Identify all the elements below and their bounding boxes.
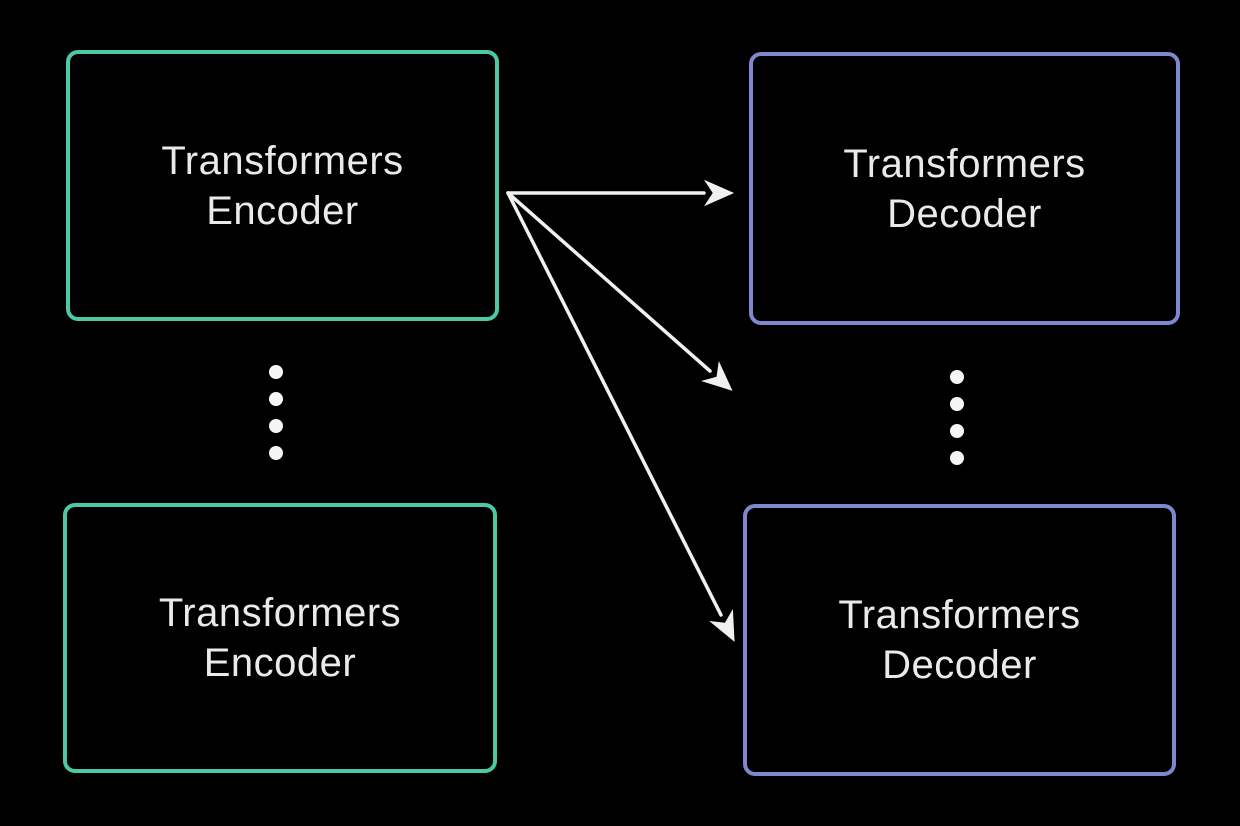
decoder-bottom-box: Transformers Decoder xyxy=(743,504,1176,776)
label-line-2: Encoder xyxy=(203,641,357,685)
label-line-2: Encoder xyxy=(206,188,359,233)
vertical-ellipsis-decoders xyxy=(950,370,964,465)
arrow-encoder-to-ellipsis xyxy=(506,191,733,391)
arrow-encoder-to-decoder-bottom xyxy=(506,191,735,642)
encoder-bottom-box: Transformers Encoder xyxy=(63,503,497,773)
encoder-top-label: Transformers Encoder xyxy=(161,136,403,236)
label-line-2: Decoder xyxy=(887,191,1042,236)
ellipsis-dot xyxy=(950,424,964,438)
ellipsis-dot xyxy=(950,397,964,411)
ellipsis-dot xyxy=(269,392,283,406)
encoder-top-box: Transformers Encoder xyxy=(66,50,499,321)
label-line-1: Transformers xyxy=(158,591,402,635)
decoder-top-box: Transformers Decoder xyxy=(749,52,1180,325)
encoder-bottom-label: Transformers Encoder xyxy=(159,588,401,688)
vertical-ellipsis-encoders xyxy=(269,365,283,460)
decoder-bottom-label: Transformers Decoder xyxy=(838,590,1080,690)
ellipsis-dot xyxy=(269,419,283,433)
label-line-2: Decoder xyxy=(882,643,1037,687)
label-line-1: Transformers xyxy=(838,593,1081,637)
ellipsis-dot xyxy=(950,370,964,384)
ellipsis-dot xyxy=(269,446,283,460)
label-line-1: Transformers xyxy=(161,138,404,183)
label-line-1: Transformers xyxy=(843,141,1086,186)
ellipsis-dot xyxy=(950,451,964,465)
ellipsis-dot xyxy=(269,365,283,379)
decoder-top-label: Transformers Decoder xyxy=(843,139,1085,239)
